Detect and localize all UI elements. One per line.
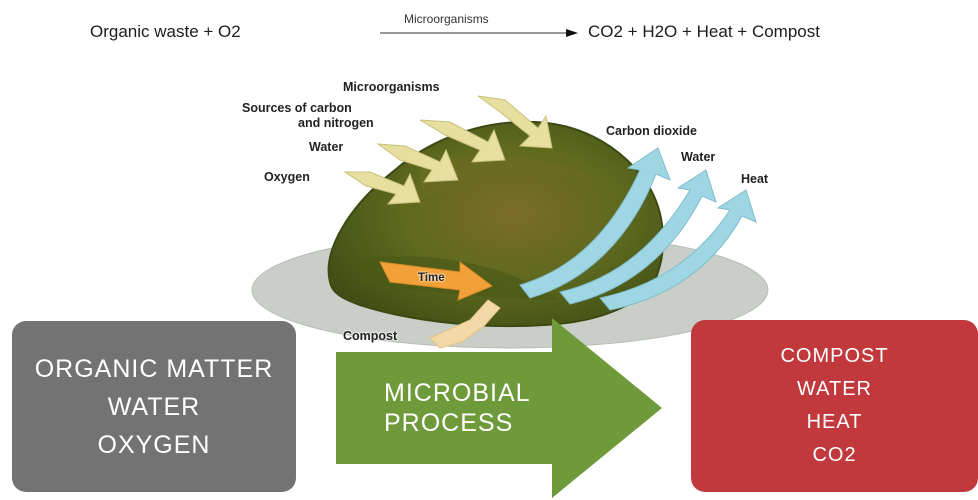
microbial-process-arrow — [336, 318, 662, 498]
arrow-line-1: MICROBIAL — [384, 379, 531, 407]
equation-catalyst: Microorganisms — [404, 12, 489, 26]
label-time: Time — [418, 272, 445, 284]
input-water: WATER — [107, 392, 201, 421]
label-sources-carbon: Sources of carbon — [242, 101, 352, 115]
label-water-output: Water — [681, 150, 716, 164]
compost-arrow-icon — [429, 299, 501, 349]
output-arrow-water — [559, 169, 717, 305]
time-arrow-icon — [379, 261, 494, 301]
output-arrow-carbon-dioxide — [519, 147, 671, 299]
input-arrows — [343, 95, 553, 205]
label-oxygen: Oxygen — [264, 170, 310, 184]
equation-products: CO2 + H2O + Heat + Compost — [588, 22, 820, 41]
output-compost: COMPOST — [780, 345, 889, 367]
input-arrow-carbon-nitrogen — [419, 119, 506, 163]
output-arrows — [519, 147, 757, 311]
input-arrow-water — [376, 143, 459, 183]
label-heat: Heat — [741, 172, 769, 186]
output-arrow-heat — [599, 189, 757, 311]
input-organic-matter: ORGANIC MATTER — [34, 354, 274, 383]
arrow-line-2: PROCESS — [384, 409, 514, 437]
inputs-box: ORGANIC MATTER WATER OXYGEN — [12, 321, 296, 492]
label-water-input: Water — [309, 140, 344, 154]
composting-equation: Organic waste + O2 Microorganisms CO2 + … — [0, 0, 978, 60]
output-heat: HEAT — [806, 411, 863, 433]
label-microorganisms: Microorganisms — [343, 80, 440, 94]
input-arrow-oxygen — [343, 171, 421, 205]
input-arrow-microorganisms — [477, 95, 553, 149]
output-water: WATER — [797, 378, 872, 400]
microbial-process-label: MICROBIAL PROCESS — [384, 378, 531, 438]
outputs-box: COMPOST WATER HEAT CO2 — [691, 320, 978, 492]
input-oxygen: OXYGEN — [97, 430, 211, 459]
label-and-nitrogen: and nitrogen — [298, 116, 374, 130]
output-co2: CO2 — [812, 444, 857, 466]
equation-reactants: Organic waste + O2 — [90, 22, 241, 41]
reaction-arrow-icon — [380, 29, 578, 37]
label-carbon-dioxide: Carbon dioxide — [606, 124, 697, 138]
label-compost: Compost — [343, 329, 398, 343]
